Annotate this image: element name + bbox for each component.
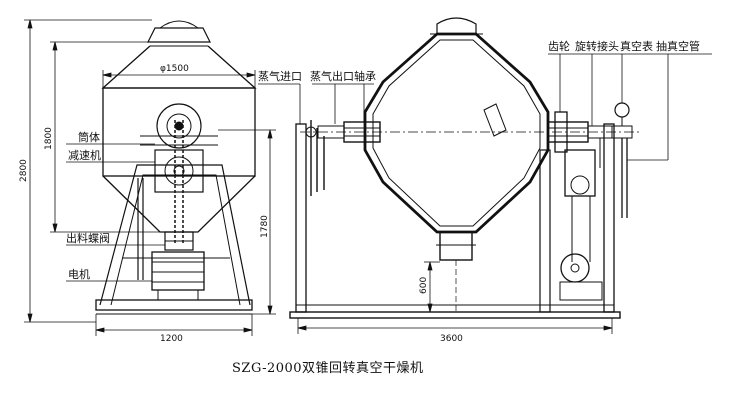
top-cover bbox=[147, 27, 211, 43]
right-dim-texts: 3600 600 bbox=[419, 277, 463, 344]
vessel-inner bbox=[372, 39, 541, 227]
right-frame bbox=[295, 123, 307, 313]
drive-pulley bbox=[560, 253, 590, 283]
bottom-outlet bbox=[439, 231, 473, 261]
drawing-title: SZG-2000双锥回转真空干燥机 bbox=[232, 361, 424, 376]
a-frame bbox=[99, 164, 251, 306]
bearing-housing bbox=[156, 103, 202, 149]
label-steam-outlet: 蒸气出口 bbox=[310, 69, 354, 83]
label-cylinder: 筒体 bbox=[78, 130, 100, 144]
left-dimensions bbox=[24, 19, 276, 336]
label-gear: 齿轮 bbox=[548, 39, 570, 53]
dim-overall-length: 3600 bbox=[440, 334, 463, 344]
lower-cone bbox=[102, 175, 256, 233]
dim-lower-height: 1780 bbox=[260, 215, 270, 238]
gearbox bbox=[564, 149, 596, 197]
dim-outlet-height: 600 bbox=[419, 277, 429, 294]
dim-body-height: 1800 bbox=[44, 127, 54, 150]
right-dimensions bbox=[258, 53, 712, 334]
label-vacuum-pipe: 抽真空管 bbox=[656, 39, 700, 53]
left-view bbox=[95, 20, 257, 315]
label-steam-inlet: 蒸气进口 bbox=[258, 69, 302, 83]
steam-pipe bbox=[310, 120, 325, 196]
label-rotary-joint: 旋转接头 bbox=[575, 39, 619, 53]
label-reducer: 减速机 bbox=[68, 148, 101, 162]
label-discharge-valve: 出料蝶阀 bbox=[66, 231, 110, 245]
cylinder-body bbox=[102, 87, 256, 177]
vessel-outer bbox=[363, 32, 550, 234]
reducer-box bbox=[154, 149, 204, 193]
label-vacuum-gauge: 真空表 bbox=[620, 39, 653, 53]
drive-gear bbox=[554, 111, 568, 153]
label-motor: 电机 bbox=[68, 267, 90, 281]
right-base bbox=[289, 311, 621, 319]
base-plate bbox=[95, 299, 253, 311]
top-dome bbox=[159, 20, 199, 29]
label-bearing: 轴承 bbox=[354, 69, 376, 83]
top-manhole bbox=[436, 17, 477, 34]
left-labels: 筒体 减速机 出料蝶阀 电机 bbox=[66, 130, 110, 281]
left-dim-texts: φ1500 2800 1800 1780 1200 bbox=[19, 64, 270, 344]
dim-base-width: 1200 bbox=[160, 334, 183, 344]
vacuum-gauge-dial bbox=[614, 102, 630, 118]
dim-top-diameter: φ1500 bbox=[160, 64, 189, 74]
right-view bbox=[289, 17, 640, 319]
dim-overall-height: 2800 bbox=[19, 159, 29, 182]
right-labels: 蒸气进口 蒸气出口 轴承 齿轮 旋转接头 真空表 抽真空管 bbox=[258, 39, 700, 83]
